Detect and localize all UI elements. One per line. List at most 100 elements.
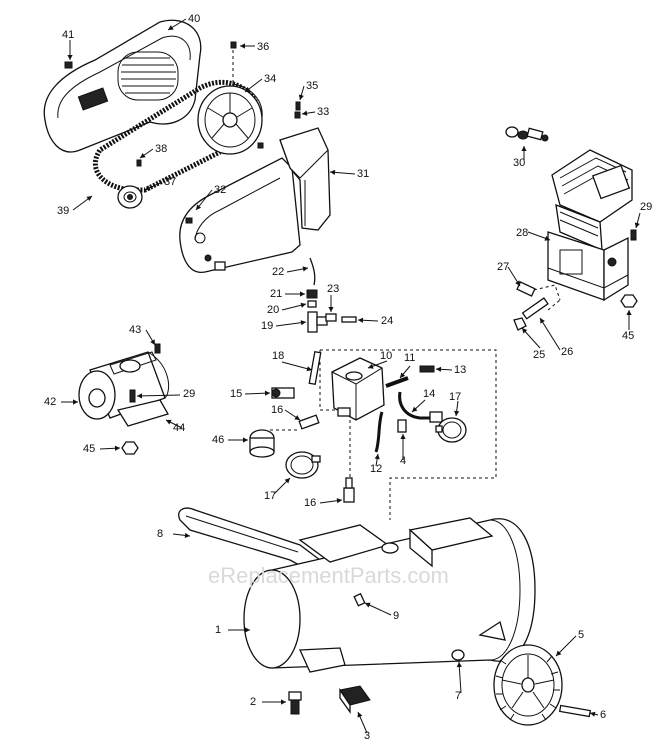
breather-27 [516,281,536,297]
leader-arrowhead [73,399,78,405]
belt-guard-bracket [279,127,331,231]
leader-arrowhead [67,55,73,60]
screw-29-motor [129,389,136,403]
label-part-4: 4 [400,455,406,467]
leader-arrowhead [137,393,143,399]
label-part-32: 32 [214,184,226,196]
leader-arrowhead [328,307,334,312]
label-part-3: 3 [364,730,370,742]
label-part-13: 13 [454,364,466,376]
label-part-40: 40 [188,13,200,25]
label-part-23: 23 [327,283,339,295]
wheel-5 [478,620,563,726]
power-cord-14 [398,391,443,423]
leader-arrowhead [306,366,312,372]
label-part-36: 36 [257,41,269,53]
label-part-29-motor: 29 [183,388,195,400]
leader-lines [61,18,641,734]
leader-arrowhead [302,110,308,116]
watermark: eReplacementParts.com [208,563,449,588]
label-part-14: 14 [423,388,435,400]
pressure-gauge-left [285,451,321,479]
label-part-12: 12 [370,463,382,475]
leader-arrowhead [86,196,92,202]
leader-arrowhead [300,302,306,308]
leader-arrowhead [456,662,462,668]
label-part-20: 20 [267,304,279,316]
screw-35 [295,101,301,111]
label-part-43: 43 [129,324,141,336]
fitting-16 [298,414,320,430]
leader-arrowhead [374,454,380,460]
fitting-23 [325,313,337,322]
fitting-16-lower [343,477,355,503]
leader-arrowhead [196,204,202,210]
leader-arrowhead [281,699,286,705]
tube-22 [309,257,316,286]
nut-45-pump [620,294,638,308]
label-part-1: 1 [215,624,221,636]
label-part-22: 22 [272,266,284,278]
belt-guard-back [179,157,301,273]
leader-arrowhead [368,363,374,369]
air-tank [243,517,536,673]
label-part-17-right: 17 [449,391,461,403]
leader-arrowhead [590,711,596,717]
tube-24 [341,316,357,323]
tube-18 [308,350,322,386]
label-part-41: 41 [62,29,74,41]
label-part-29-pump: 29 [640,201,652,213]
label-part-6: 6 [600,709,606,721]
leader-arrowhead [556,650,562,656]
valve-set [505,126,549,142]
electric-motor [78,351,169,427]
flywheel [197,83,263,155]
label-part-46: 46 [212,434,224,446]
leader-arrowhead [634,222,640,228]
label-part-38: 38 [155,143,167,155]
leader-arrowhead [114,445,120,451]
label-part-42: 42 [44,396,56,408]
label-part-8: 8 [157,528,163,540]
label-part-31: 31 [357,168,369,180]
sleeve-20 [307,300,317,308]
drain-valve-9 [353,592,366,607]
label-part-18: 18 [272,350,284,362]
leader-arrowhead [400,372,406,378]
leader-arrowhead [140,153,146,158]
leader-arrowhead [300,291,305,297]
label-part-21: 21 [270,288,282,300]
leader-arrowhead [358,317,364,323]
label-part-37: 37 [164,176,176,188]
label-part-9: 9 [393,610,399,622]
leader-arrowhead [294,415,300,420]
leader-arrowhead [298,94,304,100]
tee-19 [307,311,328,333]
label-part-15: 15 [230,388,242,400]
label-part-5: 5 [578,629,584,641]
label-part-45-pump: 45 [622,330,634,342]
regulator-knob-46 [249,429,275,458]
fitting-4 [397,419,407,433]
label-part-45-motor: 45 [83,443,95,455]
leader-arrowhead [150,339,155,345]
leader-arrowhead [330,169,336,175]
label-part-26: 26 [561,346,573,358]
leader-line [281,361,313,371]
leader-arrowhead [302,266,308,272]
leader-arrowhead [521,146,527,151]
leader-arrowhead [357,712,363,718]
leader-arrowhead [284,478,290,484]
leader-arrowhead [436,366,442,372]
leader-arrowhead [240,43,245,49]
leader-arrowhead [168,25,174,30]
leader-arrowhead [540,318,545,324]
label-part-34: 34 [264,73,276,85]
leader-arrowhead [336,498,342,504]
nut-45-motor [121,441,139,455]
leader-arrowhead [300,320,306,326]
leader-arrowhead [626,310,632,315]
valve-15 [271,387,295,399]
label-part-24: 24 [381,315,393,327]
